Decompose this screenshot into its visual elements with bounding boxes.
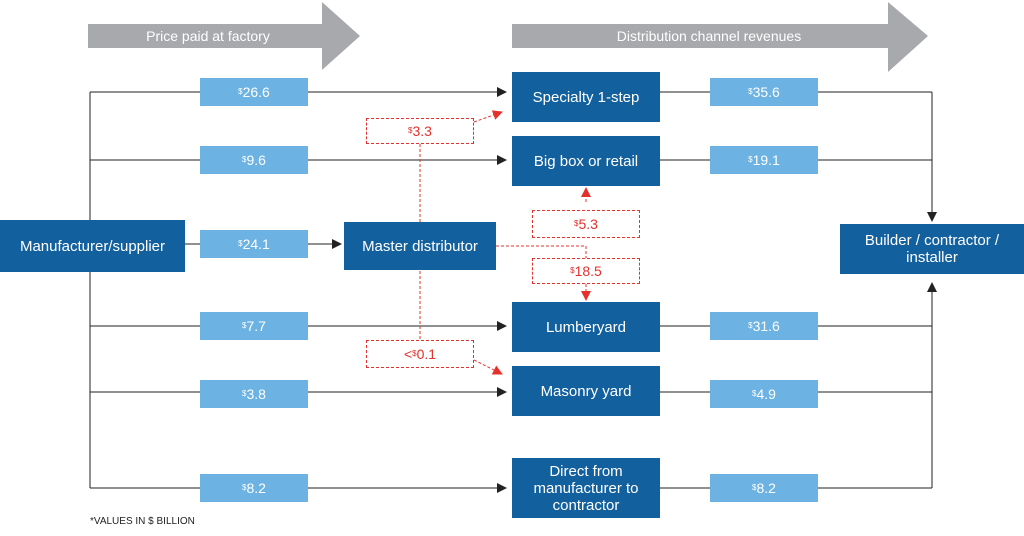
master-flow-lumberyard: $18.5 [532, 258, 640, 284]
header-factory-price: Price paid at factory [146, 28, 270, 44]
node-masonry: Masonry yard [512, 366, 660, 416]
footnote: *VALUES IN $ BILLION [90, 516, 195, 527]
header-channel-revenues: Distribution channel revenues [616, 28, 802, 44]
channel-value-direct: $8.2 [710, 474, 818, 502]
master-flow-masonry: <$0.1 [366, 340, 474, 368]
node-builder: Builder / contractor / installer [840, 224, 1024, 274]
header-arrow-factory [88, 2, 360, 70]
node-manufacturer: Manufacturer/supplier [0, 220, 185, 272]
factory-value-master: $24.1 [200, 230, 308, 258]
node-big-box: Big box or retail [512, 136, 660, 186]
channel-value-big-box: $19.1 [710, 146, 818, 174]
node-lumberyard: Lumberyard [512, 302, 660, 352]
factory-value-lumberyard: $7.7 [200, 312, 308, 340]
node-direct: Direct from manufacturer to contractor [512, 458, 660, 518]
factory-value-direct: $8.2 [200, 474, 308, 502]
master-flow-big-box: $5.3 [532, 210, 640, 238]
node-specialty: Specialty 1-step [512, 72, 660, 122]
master-flow-specialty: $3.3 [366, 118, 474, 144]
channel-value-specialty: $35.6 [710, 78, 818, 106]
factory-value-masonry: $3.8 [200, 380, 308, 408]
header-arrow-channel [512, 2, 928, 72]
node-master-distributor: Master distributor [344, 222, 496, 270]
factory-value-big-box: $9.6 [200, 146, 308, 174]
channel-value-masonry: $4.9 [710, 380, 818, 408]
factory-value-specialty: $26.6 [200, 78, 308, 106]
channel-value-lumberyard: $31.6 [710, 312, 818, 340]
